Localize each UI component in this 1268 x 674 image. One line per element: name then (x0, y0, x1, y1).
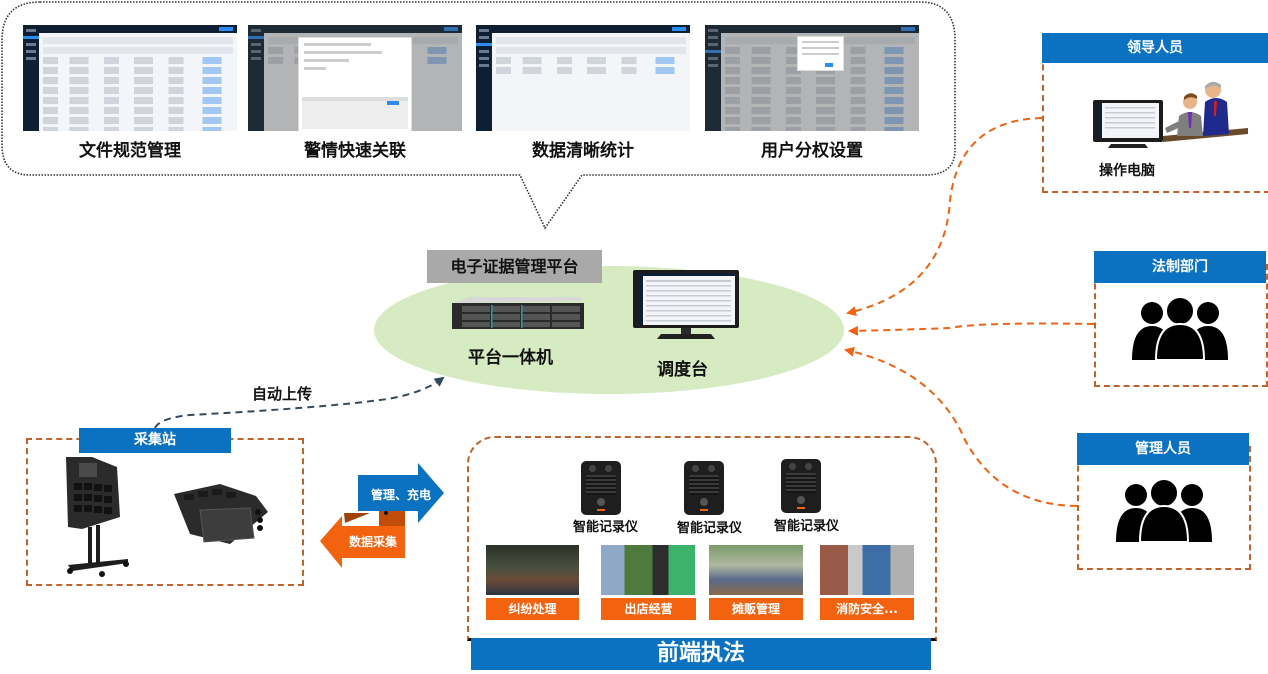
to-frontend-arrow (358, 463, 444, 523)
scenario-tag-fire-safety: 消防安全... (820, 598, 914, 620)
body-camera-icon (581, 461, 621, 515)
people-group-icon (1132, 296, 1228, 361)
body-camera-icon (684, 461, 724, 515)
feature-label-alert-association: 警情快速关联 (304, 141, 406, 161)
to-frontend-label: 管理、充电 (370, 488, 431, 502)
people-group-icon (1116, 478, 1212, 543)
scenario-tag-vendor: 摊贩管理 (709, 598, 803, 620)
monitor-icon (633, 270, 739, 340)
to-station-arrow (320, 516, 405, 568)
collection-station-header: 采集站 (79, 428, 231, 453)
role-header-leaders: 领导人员 (1042, 33, 1268, 63)
frontend-title-bar: 前端执法 (471, 638, 931, 670)
scenario-tag-dispute: 纠纷处理 (486, 598, 579, 620)
auto-upload-label: 自动上传 (252, 385, 313, 403)
feature-screenshot-file-management (23, 25, 237, 131)
scenario-photo-fire-safety (820, 545, 914, 595)
legal-connector (848, 322, 1095, 336)
role-header-legal: 法制部门 (1094, 251, 1266, 283)
exchange-arrows (320, 463, 444, 568)
feature-screenshot-user-permission (705, 25, 919, 131)
feature-label-user-permission: 用户分权设置 (761, 141, 863, 161)
platform-ellipse (374, 266, 844, 394)
server-icon (452, 297, 585, 330)
server-label: 平台一体机 (468, 348, 553, 368)
feature-screenshot-alert-association (248, 25, 462, 131)
to-station-label: 数据采集 (348, 535, 397, 549)
desktop-collection-station (170, 484, 270, 544)
scenario-photo-vendor (709, 545, 803, 595)
feature-label-file-management: 文件规范管理 (79, 141, 181, 161)
scenario-photo-storefront (601, 545, 695, 595)
recorder-label: 智能记录仪 (774, 519, 840, 534)
platform-title: 电子证据管理平台 (427, 250, 602, 283)
feature-label-data-statistics: 数据清晰统计 (532, 141, 634, 161)
role-header-managers: 管理人员 (1077, 433, 1249, 465)
body-camera-icon (781, 459, 821, 513)
recorder-label: 智能记录仪 (573, 520, 639, 535)
executives-at-computer-icon (1093, 76, 1248, 151)
floor-standing-collection-station (62, 457, 132, 577)
recorder-label: 智能记录仪 (677, 521, 743, 536)
monitor-label: 调度台 (657, 360, 708, 380)
leaders-caption: 操作电脑 (1099, 163, 1155, 179)
scenario-tag-storefront: 出店经营 (601, 598, 696, 620)
scenario-photo-dispute (486, 545, 579, 595)
feature-screenshot-data-statistics (476, 25, 690, 131)
